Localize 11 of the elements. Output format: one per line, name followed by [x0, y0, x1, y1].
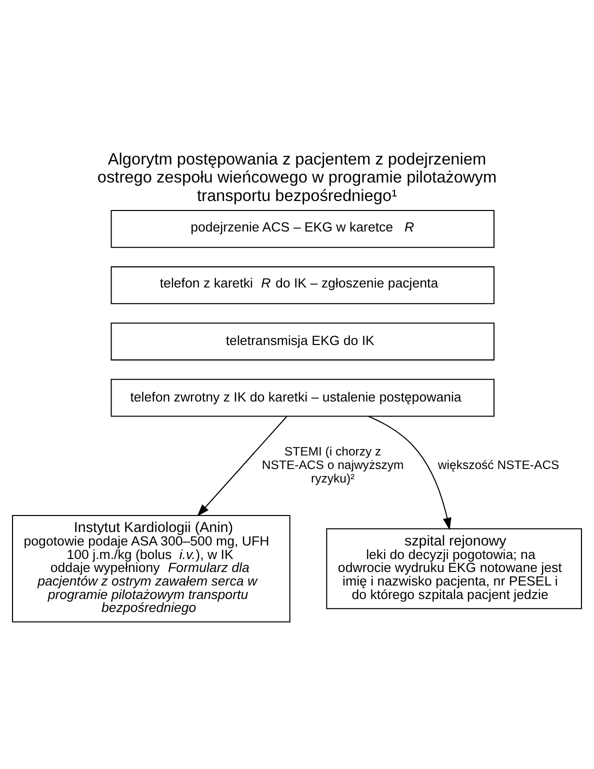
- edge-label: większość NSTE-ACS: [438, 458, 560, 472]
- node-box: Instytut Kardiologii (Anin) pogotowie podaje ASA 300–500 mg, UFH 100 j.m./kg (bolus i.v.), w IK oddaje wypełniony Formularz dla pacjentów z ostrym zawałem serca w programie pilotażowym transportu bezpośredniego: [12, 514, 290, 622]
- edge-label: STEMI (i chorzy z NSTE-ACS o najwyższym ryzyku)²: [262, 444, 404, 486]
- arrow: [368, 416, 452, 530]
- node-box: podejrzenie ACS – EKG w karetce R: [110, 210, 494, 248]
- node-box: szpital rejonowy leki do decyzji pogotowia; na odwrocie wydruku EKG notowane jest imię i nazwisko pacjenta, nr PESEL i do którego szpitala pacjent jedzie: [326, 528, 582, 610]
- diagram-title: Algorytm postępowania z pacjentem z podejrzeniem ostrego zespołu wieńcowego w programie pilotażowym transportu bezpośredniego¹: [97, 150, 497, 206]
- node-box: telefon z karetki R do IK – zgłoszenie pacjenta: [110, 266, 494, 304]
- arrow: [197, 416, 288, 516]
- node-box: telefon zwrotny z IK do karetki – ustalenie postępowania: [110, 378, 494, 417]
- node-box: teletransmisja EKG do IK: [110, 322, 494, 360]
